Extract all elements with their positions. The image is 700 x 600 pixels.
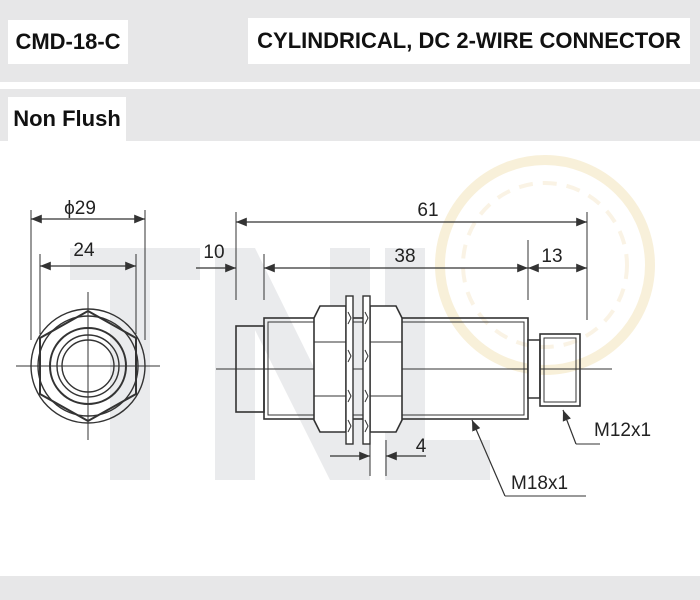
label-main-thread: M18x1 (511, 473, 568, 494)
dim-thread-length: 38 (394, 246, 415, 267)
product-title: CYLINDRICAL, DC 2-WIRE CONNECTOR (248, 18, 690, 64)
dim-total-length: 61 (417, 200, 438, 221)
dim-nut-thickness: 4 (416, 436, 427, 457)
dim-outer-diameter: ϕ29 (64, 198, 96, 219)
model-label: CMD-18-C (8, 20, 128, 64)
dim-hex-width: 24 (73, 240, 95, 261)
side-view (196, 212, 612, 497)
footer-band (0, 576, 700, 600)
front-view (16, 210, 160, 440)
dim-sensing-head: 10 (203, 242, 224, 263)
mounting-type-label: Non Flush (8, 97, 126, 141)
dimension-drawing: ϕ29 24 (16, 155, 655, 497)
watermark-logo (70, 155, 655, 480)
dim-connector-length: 13 (541, 246, 562, 267)
label-connector-thread: M12x1 (594, 420, 651, 441)
